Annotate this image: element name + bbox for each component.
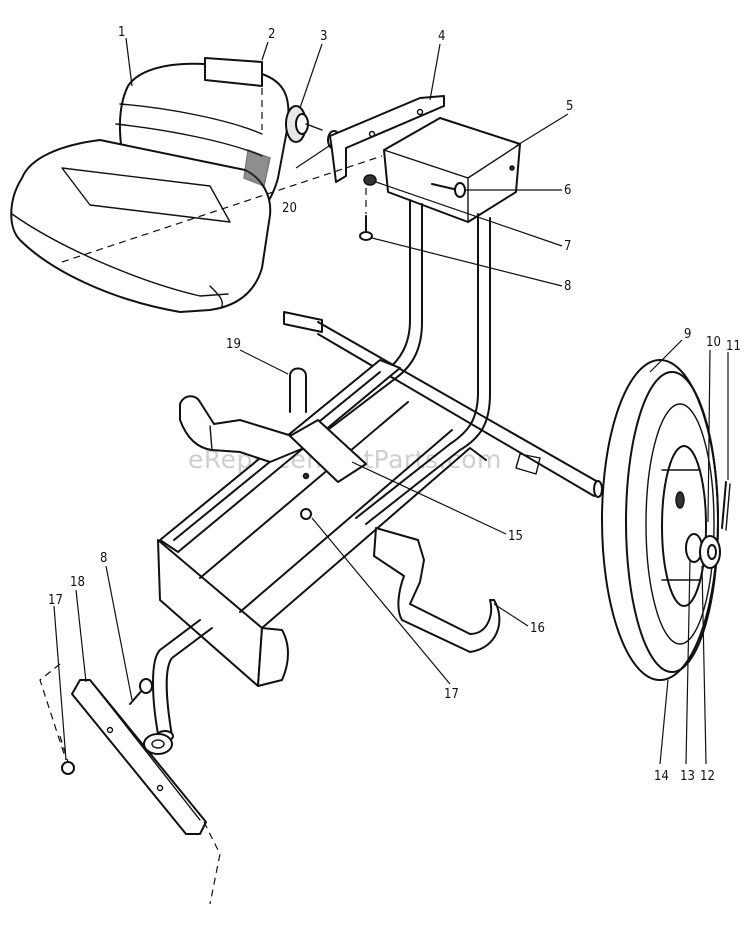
u-bolt-part-19 [289,367,307,413]
wheel-tire-part-9 [601,359,719,681]
callout-9: 9 [684,327,691,342]
callout-4: 4 [438,29,445,44]
callout-19: 19 [226,337,241,352]
callout-7: 7 [564,239,571,254]
callout-11: 11 [726,339,741,354]
screw-part-8-top [359,215,373,241]
callout-16: 16 [530,621,545,636]
callout-3: 3 [320,29,327,44]
nut-part-7 [363,174,377,186]
housing-box-part-5 [383,117,521,223]
callout-2: 2 [268,27,275,42]
hub-washers [685,533,721,569]
hitch-pin-ring [143,733,173,755]
cradle-right-part-16 [373,527,501,653]
callout-10: 10 [706,335,721,350]
callout-5: 5 [566,99,573,114]
mount-bracket-part-4 [329,95,445,183]
bolt-part-6 [431,182,466,198]
callout-12: 12 [700,769,715,784]
hitch-plate-part-18 [71,679,207,835]
hitch-nut-part-17 [61,761,75,775]
hitch-bolt-part-8 [129,678,153,705]
seat-pad-part-2 [204,57,263,87]
callout-6: 6 [564,183,571,198]
cotter-pin-part-11 [721,481,731,531]
callout-8-hitch: 8 [100,551,107,566]
callout-17-frame: 17 [444,687,459,702]
callout-18: 18 [70,575,85,590]
callout-1: 1 [118,25,125,40]
callout-15: 15 [508,529,523,544]
callout-20: 20 [282,201,297,216]
knob-part-3 [285,105,323,143]
callout-labels: 1 2 3 4 5 6 7 8 9 10 11 12 13 14 15 16 1… [48,25,741,784]
seat-part-1 [10,62,290,313]
callout-14: 14 [654,769,669,784]
callout-leader-lines [53,37,729,765]
frame-nuts-part-17 [300,472,312,520]
axle-shaft [283,311,603,498]
assembly-dash-lines [39,88,383,905]
strap-part-15 [289,419,367,483]
callout-13: 13 [680,769,695,784]
callout-8-top: 8 [564,279,571,294]
callout-17-hitch: 17 [48,593,63,608]
